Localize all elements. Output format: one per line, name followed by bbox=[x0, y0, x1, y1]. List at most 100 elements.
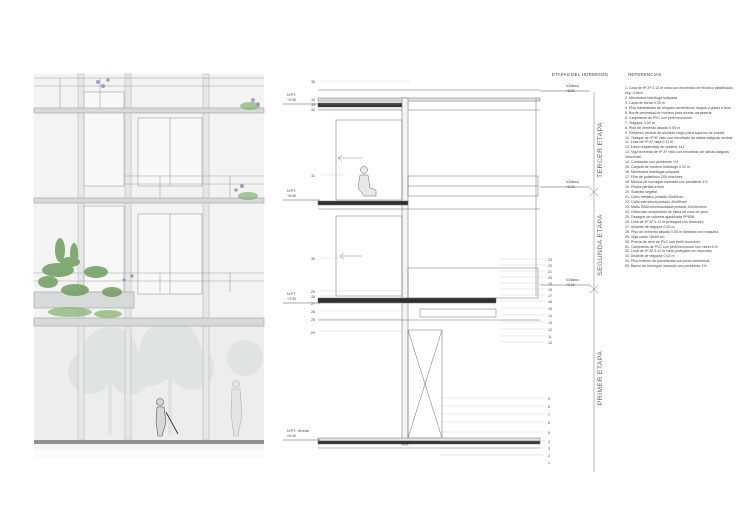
roof-slab bbox=[317, 97, 541, 102]
facade-column bbox=[124, 73, 132, 441]
callout-number-left: 35 bbox=[311, 80, 315, 84]
references-list: 1. Losa de Hº Aº 0.12 m vista con encofr… bbox=[625, 86, 745, 269]
callout-number-right: 13 bbox=[548, 321, 552, 325]
facade-slab bbox=[33, 197, 265, 204]
facade-slab bbox=[33, 107, 265, 114]
reference-item: 11. Losa de Hº Aº vista 0.12 m bbox=[625, 140, 674, 145]
facade-column bbox=[202, 73, 210, 441]
stage-label: SEGUNDA ETAPA bbox=[597, 214, 604, 276]
section-window bbox=[335, 119, 403, 201]
reference-item: 15. Carpeta de mortero hidrófugo 0.02 m bbox=[625, 165, 691, 170]
level-value: +9.50 bbox=[287, 98, 296, 102]
reference-item: 25. Desagüe de cubierta ajardinada PP80N bbox=[625, 214, 695, 219]
reference-item: 33. Aislante de telgopor 0.02 m bbox=[625, 254, 675, 259]
callout-number-right: 18 bbox=[548, 288, 552, 292]
callout-number-left: 25 bbox=[311, 318, 315, 322]
callout-number-right: 9 bbox=[548, 397, 550, 401]
reference-item: 28. Piso de cemento alisado 0.05 m llane… bbox=[625, 229, 719, 234]
bench-level-value: +8.80 bbox=[566, 89, 575, 93]
callout-number-right: 14 bbox=[548, 314, 552, 318]
ground-line bbox=[34, 440, 264, 444]
people-silhouettes bbox=[155, 380, 243, 437]
reference-item: 5. Borde perimetral de mortero para nive… bbox=[625, 110, 712, 115]
level-value: +6.90 bbox=[287, 194, 296, 198]
callout-number-right: 2 bbox=[548, 454, 550, 458]
callout-number-right: 4 bbox=[548, 440, 550, 444]
window-panel bbox=[83, 205, 125, 293]
bench-level-value: +6.00 bbox=[566, 185, 575, 189]
reference-item: 1. Losa de Hº Aº 0.12 m vista con encofr… bbox=[625, 86, 733, 95]
bench-level-name: N.Banco bbox=[566, 84, 579, 88]
facade-slab bbox=[33, 317, 265, 327]
callout-number-right: 16 bbox=[548, 300, 552, 304]
callout-number-right: 1 bbox=[548, 461, 550, 465]
callout-number-right: 12 bbox=[548, 328, 552, 332]
callout-number-right: 10 bbox=[548, 341, 552, 345]
level-name: N.P.T. bbox=[287, 93, 297, 97]
callout-number-right: 11 bbox=[548, 335, 552, 339]
callout-number-right: 5 bbox=[548, 431, 550, 435]
bench-level-name: N.Banco bbox=[566, 180, 579, 184]
reference-item: 32. Losa de Hº Aº 0.12 m vista protegida… bbox=[625, 249, 712, 254]
reference-item: 22. Caño estructural pintado 40x80mm bbox=[625, 199, 687, 204]
level-value: ±0.00 bbox=[287, 434, 296, 438]
callout-number-left: 32 bbox=[311, 108, 315, 112]
section-arrows bbox=[337, 154, 362, 260]
bench-level-value: +3.20 bbox=[566, 283, 575, 287]
reference-item: 24. Cielorraso suspendido de placa de ro… bbox=[625, 209, 708, 214]
level-labels: N.P.T.+9.50N.P.T.+6.90N.P.T.+3.90N.P.T. … bbox=[287, 93, 309, 438]
ground-slab bbox=[317, 437, 541, 442]
callout-number-right: 7 bbox=[548, 413, 550, 417]
callout-number-right: 23 bbox=[548, 258, 552, 262]
callout-number-left: 33 bbox=[311, 103, 315, 107]
callout-number-right: 3 bbox=[548, 447, 550, 451]
level-name: N.P.T. Vereda bbox=[287, 429, 309, 433]
callout-number-left: 24 bbox=[311, 331, 315, 335]
reference-item: 20. Sustrato vegetal bbox=[625, 190, 657, 195]
reference-item: 26. Losa de Hº Aº 0.12 m protegida con d… bbox=[625, 219, 704, 224]
reference-item: 30. Puerta de abrir de PVC con perfil te… bbox=[625, 239, 701, 244]
reference-item: 34. Piso exterior de porcelanato con jun… bbox=[625, 259, 710, 264]
reference-item: 2. Membrana hidrófuga sobpada bbox=[625, 95, 677, 100]
callout-number-right: 20 bbox=[548, 276, 552, 280]
callout-number-right: 8 bbox=[548, 405, 550, 409]
callout-number-left: 31 bbox=[311, 174, 315, 178]
callout-number-left: 26 bbox=[311, 310, 315, 314]
construction-section bbox=[283, 80, 599, 472]
stage-label: TERCER ETAPA bbox=[597, 122, 604, 178]
plant-foliage bbox=[38, 78, 260, 318]
callout-number-left: 29 bbox=[311, 290, 315, 294]
callout-number-right: 6 bbox=[548, 421, 550, 425]
references-header: REFERENCIAS bbox=[628, 72, 662, 77]
reference-item: 4. Piso intertrabado de bloques cementic… bbox=[625, 105, 731, 110]
reference-item: 14. Contrapiso con pendiente 1% bbox=[625, 160, 679, 165]
stages-header: ETAPAS DEL HORMIGON bbox=[552, 72, 608, 77]
reference-item: 19. Piedra partida e:6cm bbox=[625, 185, 665, 190]
floor-slab-cut bbox=[317, 200, 409, 206]
reference-item: 29. Viga canto 18x50 cm bbox=[625, 234, 665, 239]
callout-number-left: 28 bbox=[311, 295, 315, 299]
roof-slab-cut bbox=[317, 102, 409, 108]
callout-number-right: 19 bbox=[548, 282, 552, 286]
reference-item: 18. Mezcla de hormigón llaneado con pend… bbox=[625, 180, 708, 185]
reference-item: 6. Carpinteria de PVC con perfil tecnoco… bbox=[625, 115, 693, 120]
callout-number-right: 21 bbox=[548, 270, 552, 274]
reference-item: 17. Film de polietileno 200 micrones bbox=[625, 175, 683, 180]
reference-item: 8. Piso de cemento alisado 0.05 m bbox=[625, 125, 681, 130]
facade-render bbox=[33, 73, 265, 458]
tree-silhouettes bbox=[68, 320, 263, 435]
section-wall bbox=[401, 97, 409, 446]
seated-person bbox=[357, 166, 377, 197]
callout-number-left: 30 bbox=[311, 257, 315, 261]
facade-column bbox=[77, 73, 85, 441]
bench-level-name: N.Banco bbox=[566, 278, 579, 282]
reference-item: 10. Tabique de Hº Aº visto con encofrado… bbox=[625, 135, 733, 140]
window-panel bbox=[83, 91, 125, 187]
level-name: N.P.T. bbox=[287, 189, 297, 193]
reference-item: 27. Aislante de telgopor 0.02 m bbox=[625, 224, 675, 229]
bench-level-labels: N.Banco+8.80N.Banco+6.00N.Banco+3.20 bbox=[566, 84, 579, 287]
reference-item: 21. Caño metálico pintado 20x40mm bbox=[625, 194, 684, 199]
